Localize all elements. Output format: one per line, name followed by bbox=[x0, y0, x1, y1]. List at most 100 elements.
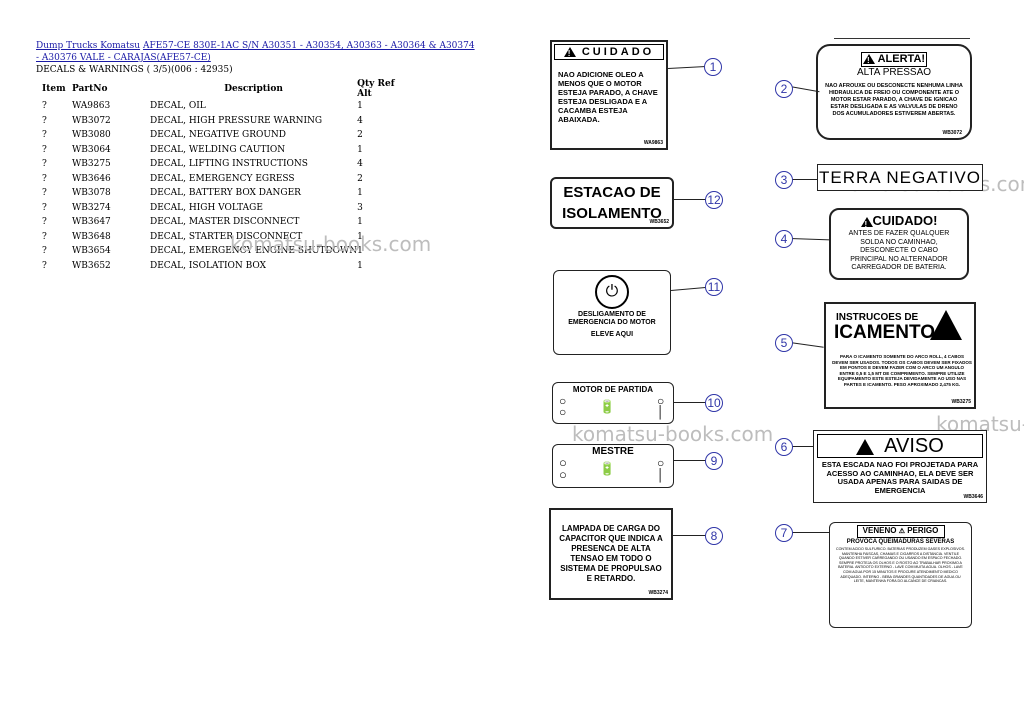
decal-isolation-title: ESTACAO DE ISOLAMENTO bbox=[562, 184, 662, 222]
leader-line bbox=[674, 460, 706, 461]
decal-shutdown-lift-text: ELEVE AQUI bbox=[590, 331, 634, 338]
cell-qty: 3 bbox=[357, 202, 363, 213]
warning-triangle-icon: ⚠ bbox=[898, 528, 905, 535]
cell-partno: WB3654 bbox=[72, 246, 111, 257]
decal-welding-title: CUIDADO! bbox=[872, 213, 938, 228]
decal-negative-ground: TERRA NEGATIVO bbox=[817, 164, 983, 191]
cell-description: DECAL, HIGH VOLTAGE bbox=[150, 202, 263, 213]
callout-10: 10 bbox=[705, 394, 723, 412]
cell-partno: WA9863 bbox=[72, 101, 111, 112]
col-partno: PartNo bbox=[72, 84, 108, 94]
cell-description: DECAL, EMERGENCY ENGINE SHUTDOWN bbox=[150, 246, 358, 257]
key-icon: ○│ bbox=[657, 456, 665, 482]
decal-master-title: MESTRE bbox=[592, 446, 634, 457]
leader-line bbox=[674, 402, 706, 403]
decal-perigo-title: PERIGO bbox=[907, 526, 939, 535]
cell-description: DECAL, MASTER DISCONNECT bbox=[150, 217, 300, 228]
cell-description: DECAL, OIL bbox=[150, 101, 206, 112]
decal-alert-subtitle: ALTA PRESSAO bbox=[856, 67, 932, 78]
cell-item: ? bbox=[42, 188, 47, 199]
leader-line bbox=[790, 446, 814, 447]
cell-item: ? bbox=[42, 115, 47, 126]
cell-partno: WB3647 bbox=[72, 217, 111, 228]
breadcrumb-link-model[interactable]: AFE57-CE 830E-1AC S/N A30351 - A30354, A… bbox=[36, 41, 475, 63]
decal-welding-title-box: CUIDADO! bbox=[831, 213, 967, 233]
callout-3: 3 bbox=[775, 171, 793, 189]
cell-item: ? bbox=[42, 231, 47, 242]
decal-welding-caution: CUIDADO! ANTES DE FAZER QUALQUER SOLDA N… bbox=[829, 208, 969, 280]
leader-line bbox=[674, 199, 706, 200]
cell-description: DECAL, STARTER DISCONNECT bbox=[150, 231, 303, 242]
decal-battery-danger: VENENO ⚠ PERIGO PROVOCA QUEIMADURAS SEVE… bbox=[829, 522, 972, 628]
cell-partno: WB3064 bbox=[72, 144, 111, 155]
callout-4: 4 bbox=[775, 230, 793, 248]
cell-partno: WB3275 bbox=[72, 159, 111, 170]
leader-line bbox=[668, 66, 707, 69]
breadcrumb-link-category[interactable]: Dump Trucks Komatsu bbox=[36, 41, 141, 51]
cell-qty: 1 bbox=[357, 217, 363, 228]
decal-lifting-instructions: INSTRUCOES DE ICAMENTO PARA O ICAMENTO S… bbox=[824, 302, 976, 409]
callout-7: 7 bbox=[775, 524, 793, 542]
section-title: DECALS & WARNINGS ( 3/5)(006 : 42935) bbox=[36, 65, 233, 75]
decal-veneno-title: VENENO bbox=[862, 526, 897, 535]
callout-12: 12 bbox=[705, 191, 723, 209]
watermark: komatsu-books.com bbox=[572, 422, 774, 446]
switch-off-on-icon: ○○ bbox=[559, 394, 567, 419]
leader-line bbox=[673, 535, 707, 536]
decal-oil-title: CUIDADO bbox=[581, 46, 655, 58]
divider bbox=[834, 38, 970, 39]
cell-qty: 1 bbox=[357, 144, 363, 155]
col-qty-header: Qty Ref Alt bbox=[357, 79, 395, 99]
decal-lifting-text: PARA O ICAMENTO SOMENTE DO ARCO ROLL, 4 … bbox=[832, 354, 972, 387]
col-description: Description bbox=[224, 84, 283, 94]
lifting-warning-icon bbox=[930, 310, 962, 340]
cell-description: DECAL, HIGH PRESSURE WARNING bbox=[150, 115, 323, 126]
decal-lifting-title2: ICAMENTO bbox=[834, 322, 935, 343]
cell-description: DECAL, EMERGENCY EGRESS bbox=[150, 173, 295, 184]
decal-code: WB3646 bbox=[963, 494, 983, 500]
callout-6: 6 bbox=[775, 438, 793, 456]
cell-description: DECAL, LIFTING INSTRUCTIONS bbox=[150, 159, 308, 170]
decal-shutdown-text: DESLIGAMENTO DE EMERGENCIA DO MOTOR bbox=[568, 311, 656, 326]
battery-icon: 🔋 bbox=[599, 399, 616, 414]
cell-qty: 4 bbox=[357, 115, 363, 126]
cell-partno: WB3078 bbox=[72, 188, 111, 199]
decal-code: WB3072 bbox=[942, 130, 962, 136]
decal-aviso-title-box: AVISO bbox=[817, 434, 983, 458]
decal-oil: CUIDADO NAO ADICIONE OLEO A MENOS QUE O … bbox=[550, 40, 668, 150]
decal-starter-title: MOTOR DE PARTIDA bbox=[572, 385, 654, 394]
warning-triangle-icon bbox=[860, 216, 873, 233]
cell-partno: WB3648 bbox=[72, 231, 111, 242]
callout-5: 5 bbox=[775, 334, 793, 352]
leader-line bbox=[789, 238, 830, 241]
switch-off-on-icon: ○○ bbox=[559, 455, 567, 482]
cell-qty: 4 bbox=[357, 159, 363, 170]
cell-item: ? bbox=[42, 159, 47, 170]
decal-high-pressure: ALERTA! ALTA PRESSAO NAO AFROUXE OU DESC… bbox=[816, 44, 972, 140]
decal-lifting-title1: INSTRUCOES DE bbox=[836, 312, 919, 323]
cell-item: ? bbox=[42, 144, 47, 155]
leader-line bbox=[789, 342, 824, 348]
cell-qty: 2 bbox=[357, 130, 363, 141]
cell-partno: WB3652 bbox=[72, 260, 111, 271]
callout-2: 2 bbox=[775, 80, 793, 98]
decal-oil-title-box: CUIDADO bbox=[554, 44, 664, 61]
table-row: ? WB3275 DECAL, LIFTING INSTRUCTIONS 4 bbox=[36, 157, 397, 172]
warning-triangle-icon bbox=[563, 47, 576, 61]
decal-code: WA9863 bbox=[643, 140, 663, 146]
cell-description: DECAL, ISOLATION BOX bbox=[150, 260, 267, 271]
cell-description: DECAL, BATTERY BOX DANGER bbox=[150, 188, 301, 199]
decal-alert-title-box: ALERTA! bbox=[861, 52, 927, 67]
decal-alert-text: NAO AFROUXE OU DESCONECTE NENHUMA LINHA … bbox=[825, 83, 963, 117]
decal-aviso-text: ESTA ESCADA NAO FOI PROJETADA PARA ACESS… bbox=[821, 460, 979, 495]
cell-partno: WB3072 bbox=[72, 115, 111, 126]
decal-high-voltage: LAMPADA DE CARGA DO CAPACITOR QUE INDICA… bbox=[549, 508, 673, 600]
battery-icon: 🔋 bbox=[599, 461, 616, 476]
